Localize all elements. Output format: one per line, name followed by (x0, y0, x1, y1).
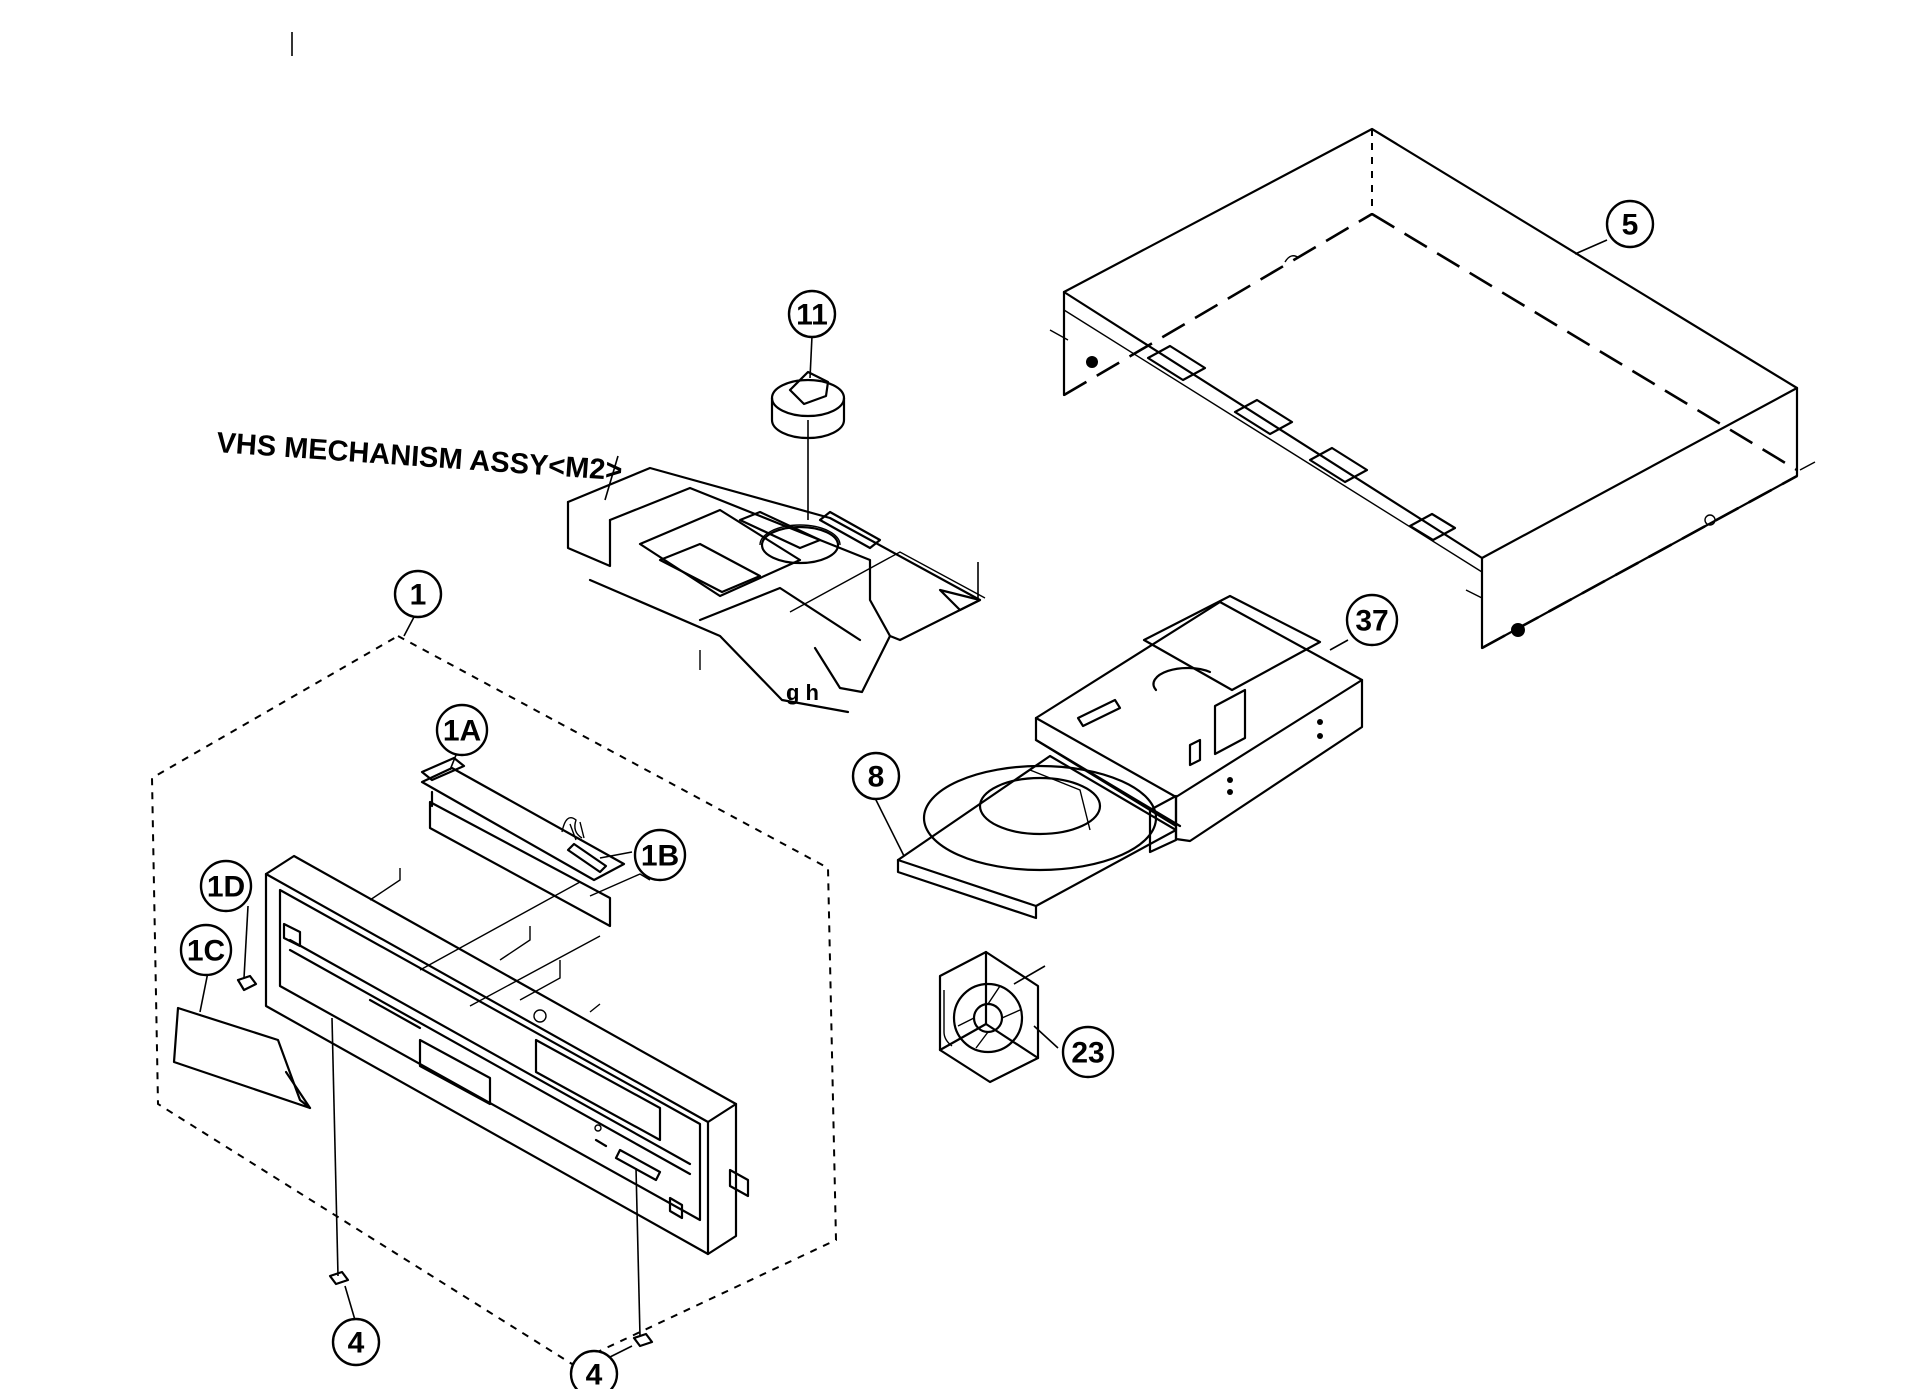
callout-1D: 1D (199, 859, 253, 913)
clip-part-1D (236, 974, 258, 992)
callout-5: 5 (1605, 199, 1655, 249)
leader-23 (1033, 1025, 1059, 1049)
callout-23: 23 (1061, 1025, 1115, 1079)
svg-text:11: 11 (796, 299, 828, 332)
callout-1A: 1A (435, 703, 489, 757)
svg-text:37: 37 (1355, 605, 1388, 638)
top-cover-part (1049, 127, 1816, 650)
leader-4a (344, 1285, 356, 1321)
foot-part-4b (632, 1167, 654, 1348)
callout-1B: 1B (633, 828, 687, 882)
leader-1B (599, 851, 633, 859)
vhs-mechanism-title: VHS MECHANISM ASSY<M2> (216, 427, 624, 487)
leader-11 (809, 335, 813, 379)
disc-tray-part (896, 754, 1178, 920)
cooling-fan-part (938, 950, 1046, 1084)
svg-text:1D: 1D (207, 871, 245, 904)
svg-text:23: 23 (1071, 1037, 1104, 1070)
dvd-loader-part (1034, 594, 1364, 843)
svg-text:1C: 1C (187, 935, 225, 968)
front-panel-part (264, 854, 750, 1256)
door-part-1C (172, 1006, 312, 1110)
svg-text:5: 5 (1622, 209, 1639, 242)
leader-1 (403, 616, 415, 637)
leader-8 (874, 797, 905, 857)
vhs-mechanism-part: g h (566, 466, 986, 714)
callout-4a: 4 (331, 1317, 381, 1367)
svg-text:4: 4 (348, 1327, 365, 1360)
callout-37: 37 (1345, 593, 1399, 647)
svg-text:1A: 1A (443, 715, 481, 748)
pcb-part-1A (420, 756, 651, 928)
svg-text:8: 8 (868, 761, 885, 794)
svg-text:4: 4 (586, 1359, 603, 1390)
leader-5 (1574, 239, 1608, 255)
callout-11: 11 (787, 289, 837, 339)
callout-8: 8 (851, 751, 901, 801)
mechanism-marks: g h (786, 680, 819, 705)
leader-1D (243, 905, 249, 979)
svg-text:1: 1 (410, 579, 427, 612)
foot-part-4a (328, 1017, 350, 1286)
leader-37 (1329, 639, 1349, 651)
svg-text:1B: 1B (641, 840, 679, 873)
group-1-outline (150, 634, 838, 1366)
callout-1C: 1C (179, 923, 233, 977)
motor-part (770, 370, 846, 520)
leader-1A (449, 754, 457, 771)
callout-1: 1 (393, 569, 443, 619)
title-leader-line (604, 455, 619, 501)
leader-1C (199, 971, 209, 1013)
callout-4b: 4 (569, 1349, 619, 1394)
